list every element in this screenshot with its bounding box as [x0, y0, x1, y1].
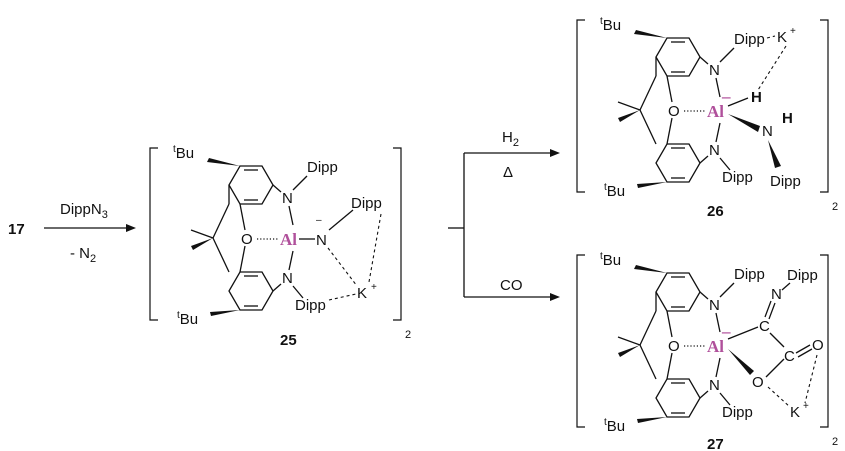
carbonyl-oxygen: O [812, 337, 824, 354]
aluminium-charge: – [721, 322, 731, 341]
n-bottom: N [709, 377, 720, 394]
aluminium-atom: Al [707, 102, 724, 121]
tbu-bottom-label: tBu [177, 310, 198, 328]
upper-aryl-ring [655, 37, 701, 77]
compound-27-number: 27 [707, 436, 724, 451]
bracket-subscript: 2 [832, 201, 838, 213]
dipp-imine: Dipp [787, 267, 818, 284]
tbu-bottom-wedge [637, 182, 667, 188]
reagent-dippn3: DippN3 [60, 201, 108, 221]
amine-dipp-wedge [768, 140, 781, 168]
potassium: K+ [790, 401, 809, 421]
potassium: K+ [777, 26, 796, 46]
compound-27: 2 tBu tBu N N O Al – Dipp Dipp C [576, 251, 838, 451]
bracket-left [576, 254, 585, 428]
tbu-top-wedge [634, 30, 667, 38]
n-top: N [709, 62, 720, 79]
compound-26-number: 26 [707, 203, 724, 220]
reagent-co: CO [500, 277, 523, 294]
upper-aryl-ring [655, 272, 701, 312]
compound-25: 2 tBu tBu N N O Al Dipp [149, 144, 411, 349]
start-compound-number: 17 [8, 221, 25, 238]
step-1-arrowhead [126, 224, 136, 232]
tbu-top-label: tBu [600, 16, 621, 34]
h2-arrowhead [550, 149, 560, 157]
xanthene-o: O [668, 103, 680, 120]
reagent-h2: H2 [502, 129, 519, 149]
alkoxide-wedge [728, 349, 754, 375]
bracket-left [149, 147, 158, 321]
byproduct-n2: - N2 [70, 245, 96, 265]
bracket-subscript: 2 [405, 329, 411, 341]
bracket-right [393, 147, 402, 321]
tbu-bottom-label: tBu [604, 417, 625, 435]
tbu-top-label: tBu [173, 144, 194, 162]
tbu-top-wedge [634, 265, 667, 273]
bracket-subscript: 2 [832, 436, 838, 448]
tbu-bottom-wedge [637, 417, 667, 423]
n-top: N [709, 297, 720, 314]
n-bottom: N [709, 142, 720, 159]
methyl-wedge [191, 238, 213, 250]
n-amine: N [762, 123, 773, 140]
lower-aryl-ring [655, 143, 701, 183]
xanthene-o: O [668, 338, 680, 355]
n-amide: N [316, 232, 327, 249]
bracket-left [576, 19, 585, 193]
tbu-top-label: tBu [600, 251, 621, 269]
lower-aryl-ring [655, 378, 701, 418]
bracket-right [820, 254, 829, 428]
compound-26: 2 tBu tBu N N O Al – Dipp Dipp H [576, 16, 838, 220]
xanthene-o: O [241, 231, 253, 248]
dipp-top: Dipp [734, 31, 765, 48]
amine-hydrogen: H [782, 110, 793, 127]
methyl-wedge [618, 110, 640, 122]
compound-25-number: 25 [280, 332, 297, 349]
dipp-bottom: Dipp [722, 404, 753, 421]
tbu-bottom-wedge [210, 310, 240, 316]
tbu-top-wedge [207, 158, 240, 166]
imine-carbon: C [759, 318, 770, 335]
aluminium-charge: – [721, 87, 731, 106]
aluminium-atom: Al [707, 337, 724, 356]
dipp-top: Dipp [307, 159, 338, 176]
dipp-bottom: Dipp [722, 169, 753, 186]
amine-wedge [728, 114, 760, 132]
upper-aryl-ring [228, 165, 274, 205]
methyl-wedge [618, 345, 640, 357]
heat-symbol: Δ [503, 164, 513, 181]
dipp-amide: Dipp [351, 195, 382, 212]
co-arrowhead [550, 293, 560, 301]
amide-charge: – [316, 215, 322, 226]
dipp-bottom: Dipp [295, 297, 326, 314]
n-top: N [282, 190, 293, 207]
imine-nitrogen: N [771, 286, 782, 303]
dipp-top: Dipp [734, 266, 765, 283]
tbu-bottom-label: tBu [604, 182, 625, 200]
carbonyl-carbon: C [784, 348, 795, 365]
hydride: H [751, 89, 762, 106]
bracket-right [820, 19, 829, 193]
n-bottom: N [282, 270, 293, 287]
bridging-oxygen: O [752, 374, 764, 391]
potassium: K+ [357, 282, 377, 302]
aluminium-atom: Al [280, 230, 297, 249]
dipp-amine: Dipp [770, 173, 801, 190]
lower-aryl-ring [228, 271, 274, 311]
